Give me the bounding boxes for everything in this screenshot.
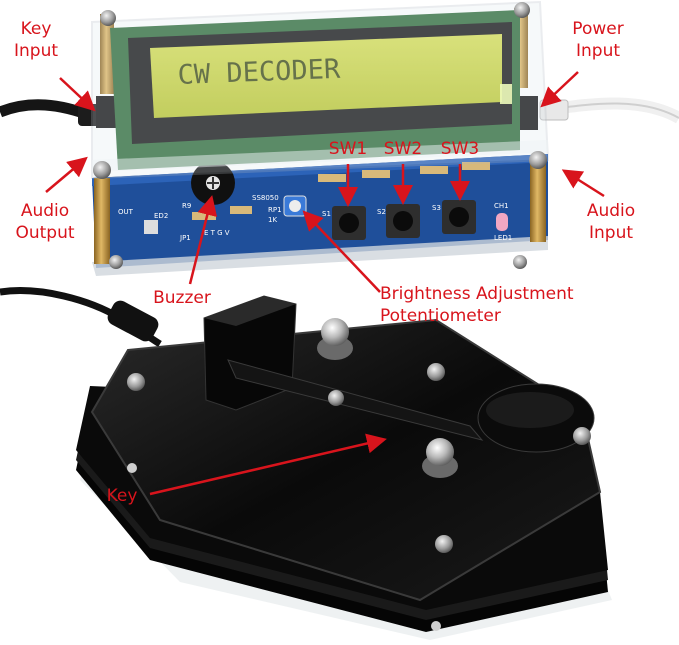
arrow-key bbox=[149, 433, 387, 496]
standoff-front-right bbox=[530, 160, 546, 242]
arrow-potentiometer bbox=[302, 210, 381, 293]
jack-left bbox=[96, 96, 118, 128]
pcb-s1: S1 bbox=[322, 210, 331, 218]
pcb-gtgv: E T G V bbox=[204, 229, 230, 237]
label-power-input: Power Input bbox=[572, 19, 624, 61]
screw-bl bbox=[93, 161, 111, 179]
arrow-audio-input bbox=[561, 169, 605, 198]
standoff-front-left bbox=[94, 178, 110, 264]
label-sw3: SW3 bbox=[440, 139, 480, 159]
label-audio-output: Audio Output bbox=[15, 201, 75, 243]
lcd-screen bbox=[150, 34, 502, 118]
lcd-text: CW DECODER bbox=[177, 54, 341, 91]
pcb-out: OUT bbox=[118, 208, 134, 216]
arrow-audio-output bbox=[45, 156, 88, 193]
label-sw2: SW2 bbox=[383, 139, 423, 159]
key-cable-plug bbox=[107, 300, 159, 342]
acrylic-top-plate bbox=[91, 0, 550, 180]
pcb-led1: LED1 bbox=[494, 234, 512, 242]
pcb-ch1: CH1 bbox=[494, 202, 509, 210]
pcb-s3: S3 bbox=[432, 204, 441, 212]
screw-tl bbox=[100, 10, 116, 26]
screw-br bbox=[529, 151, 547, 169]
switch-sw3 bbox=[442, 200, 476, 234]
arrow-buzzer bbox=[188, 195, 218, 285]
switch-sw1 bbox=[332, 206, 366, 240]
acorn-nut-top bbox=[321, 318, 349, 346]
pcb-s2: S2 bbox=[377, 208, 386, 216]
screw-tr bbox=[514, 2, 530, 18]
pcb-1k: 1K bbox=[268, 216, 277, 224]
label-audio-input: Audio Input bbox=[586, 201, 636, 243]
switch-sw2 bbox=[386, 204, 420, 238]
label-potentiometer: Brightness Adjustment Potentiometer bbox=[380, 284, 574, 326]
pcb-jp1: JP1 bbox=[179, 234, 191, 242]
acrylic-base bbox=[92, 236, 548, 276]
morse-key bbox=[76, 295, 612, 640]
label-key: Key bbox=[106, 486, 138, 506]
label-buzzer: Buzzer bbox=[153, 288, 211, 308]
arrow-power-input bbox=[540, 71, 579, 108]
pcb-r9: R9 bbox=[182, 202, 191, 210]
pcb-ss8050: SS8050 bbox=[252, 194, 279, 202]
label-key-input: Key Input bbox=[13, 19, 59, 61]
label-sw1: SW1 bbox=[328, 139, 368, 159]
acorn-nut-front bbox=[426, 438, 454, 466]
lcd-backlight-led bbox=[500, 84, 512, 104]
led1-component bbox=[496, 213, 508, 231]
pcb-ed2: ED2 bbox=[154, 212, 168, 220]
arrow-key-input bbox=[59, 77, 96, 112]
pcb-rp1: RP1 bbox=[268, 206, 282, 214]
